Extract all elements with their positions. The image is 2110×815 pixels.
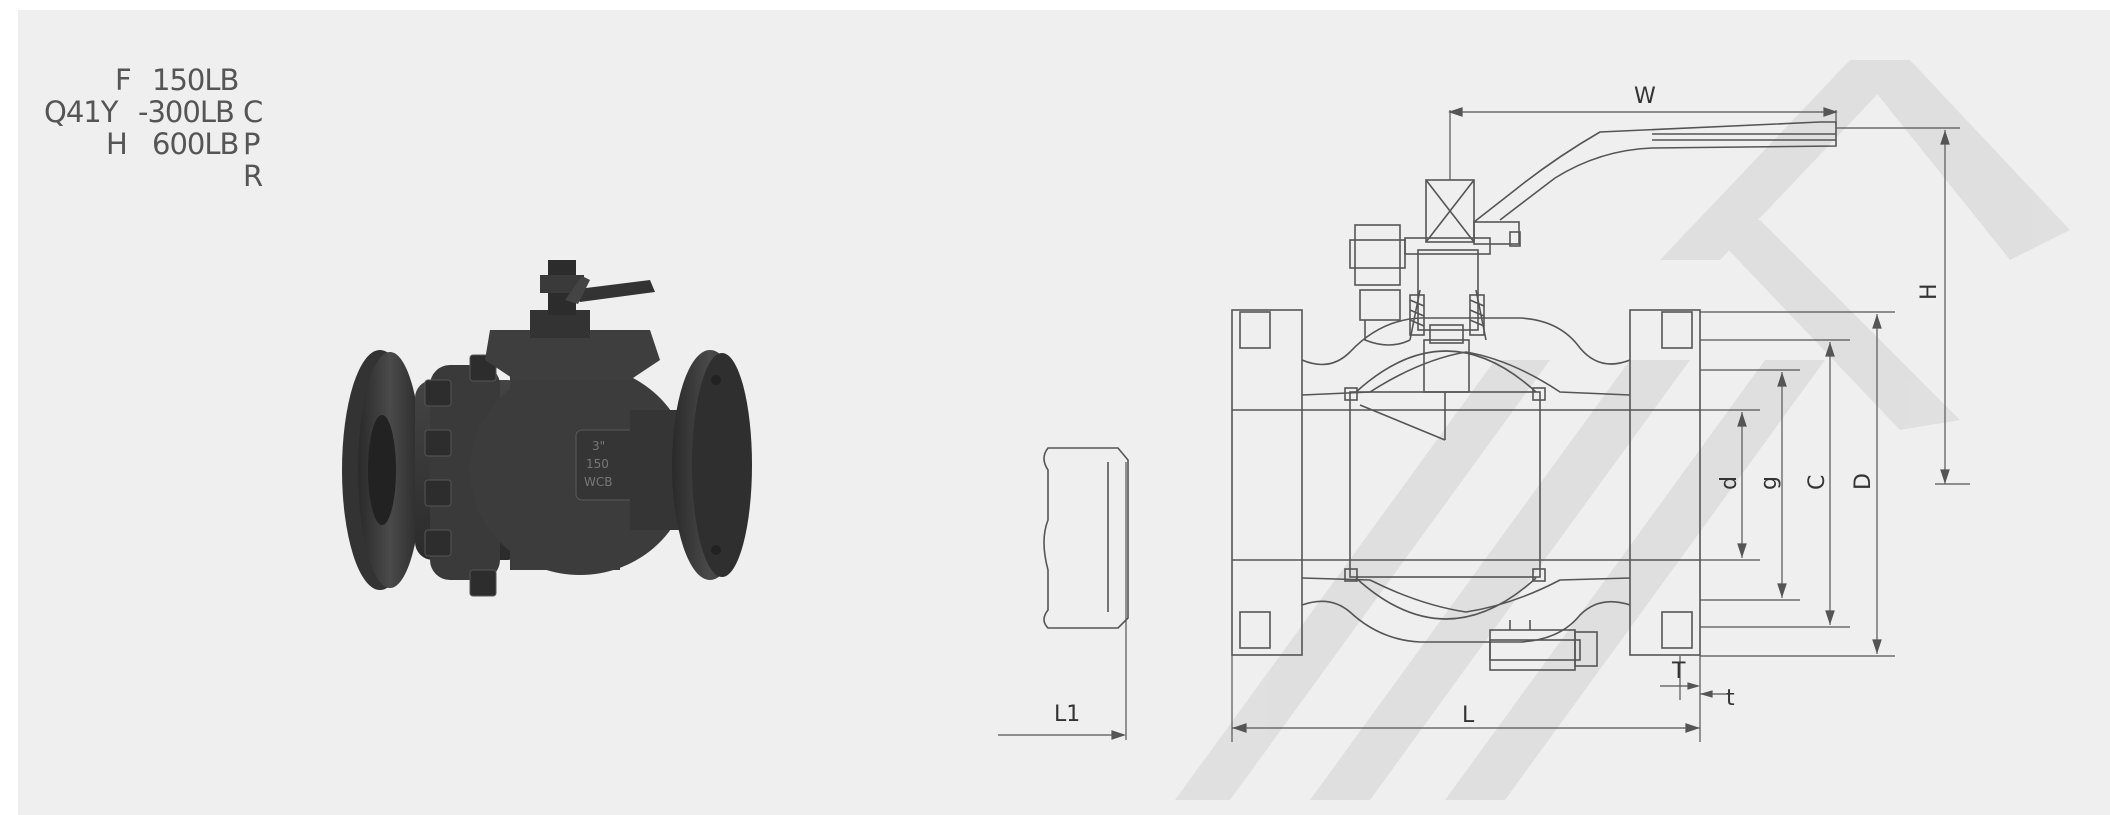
svg-text:150: 150 [586,457,609,471]
model-materials: C P R [243,95,268,193]
label-t-upper: T [1671,659,1686,684]
label-g: g [1757,476,1782,490]
label-l1: L1 [1054,702,1080,727]
label-c: C [1805,475,1830,490]
model-f: F [115,63,132,97]
svg-text:3": 3" [592,439,605,453]
label-h: H [1917,283,1942,300]
model-prefix: Q41Y [44,95,118,129]
watermark [1175,60,2070,800]
ball-valve-image: 3" 150 WCB [342,260,752,597]
dimension-lines [998,107,1970,742]
label-d-bore: d [1717,476,1742,490]
model-150lb: 150LB [152,63,239,97]
label-d-outer: D [1851,473,1876,490]
valve-drawing [1043,121,1837,740]
model-300lb: -300LB [138,95,235,129]
label-l: L [1462,703,1475,728]
svg-text:WCB: WCB [584,475,612,489]
label-t-lower: t [1726,686,1735,711]
model-600lb: 600LB [152,127,239,161]
model-h: H [106,127,128,161]
label-w: W [1634,84,1656,109]
